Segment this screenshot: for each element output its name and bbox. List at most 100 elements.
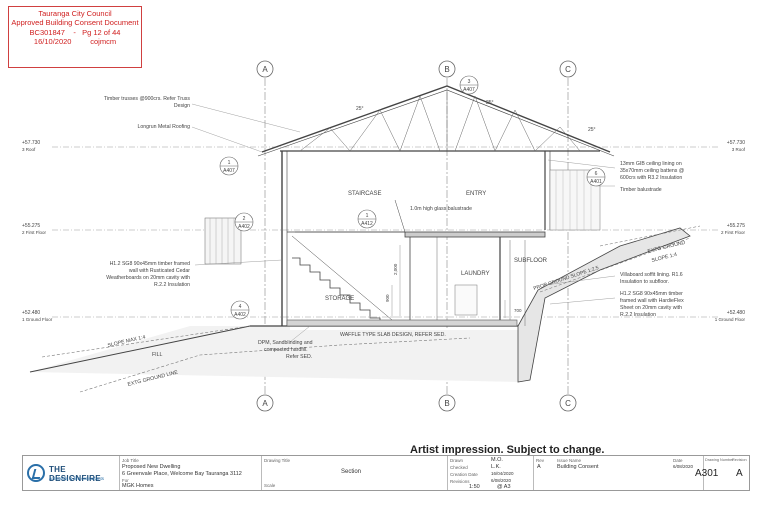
level-first-value-right: +55.275 [727,223,745,229]
svg-text:A412: A412 [361,221,373,227]
note-extg-ground-right-2: SLOPE 1:4 [651,252,678,264]
detail-tags: 1 A407 2 A402 3 A407 4 A402 1 A412 [219,75,606,320]
note-trusses-line2: Design [174,103,190,109]
note-trusses-line1: Timber trusses @900crs. Refer Truss [104,96,190,102]
svg-text:2: 2 [243,216,246,222]
level-ground-value-right: +52.480 [727,310,745,316]
note-dpm-line1: DPM, Sandblinding and [258,340,313,346]
title-block: THE DESIGNFIRE architects & fire consult… [22,455,750,491]
level-ground-name-left: 1 Ground Floor [22,317,53,322]
stamp-dash: - [73,27,76,37]
building-section [204,85,615,327]
client-label: For [122,478,129,483]
grid-label-c-top: C [565,65,571,74]
room-entry: ENTRY [466,191,486,197]
stamp-council: Tauranga City Council [38,9,112,18]
revision-label: Revision [732,458,747,462]
grid-bubble-c-top [559,60,577,78]
room-storage: STORAGE [325,296,354,302]
drawing-title-label: Drawing Title [264,458,291,463]
job-title-line1: Proposed New Dwelling [122,464,181,470]
room-staircase: STAIRCASE [348,191,382,197]
leader-lines [191,103,616,343]
level-first-name-right: 2 First Floor [721,230,746,235]
stamp-date-row: 16/10/2020 cojmcm [9,37,141,46]
stamp-approved: Approved Building Consent Document [11,18,139,28]
note-dpm-line2: compacted hardfill. [264,347,308,353]
designfire-logo-icon [27,464,45,482]
note-villaboard-line2: Insulation to subfloor. [620,279,669,285]
stamp-page: Pg 12 of 44 [82,27,121,37]
dim-700: 700 [514,308,522,313]
note-hardie-line1: H1.2 SG8 90x45mm timber [620,291,683,297]
dim-2000: 2,000 [393,263,398,275]
svg-text:A407: A407 [463,87,475,93]
level-first-name-left: 2 First Floor [22,230,47,235]
note-pitch-mid: 25° [486,100,494,106]
creation-date-value: 16/04/2020 [491,471,514,476]
company-name: THE DESIGNFIRE [49,465,101,483]
grid-bubble-c-bottom [559,394,577,412]
terrain [29,225,701,393]
level-lines [52,146,718,318]
svg-text:4: 4 [239,304,242,310]
grid-label-b-top: B [444,65,449,74]
issue-col-label: Issue Name [557,458,582,463]
date-a: 6/08/2020 [673,464,694,469]
checked-value: L.K. [491,464,501,470]
drawn-value: M.O. [491,457,503,463]
date-col-label: Date [673,458,683,463]
rev-col-label: Rev [536,458,545,463]
note-gib-line3: 600crs with R3.2 Insulation [620,175,682,181]
note-villaboard-line1: Villaboard soffit lining. R1.6 [620,272,683,278]
revisions-label: Revisions [450,479,470,484]
svg-text:1: 1 [366,213,369,219]
detail-tag-6-a401: 6 A401 [586,167,606,187]
detail-tag-4-a402: 4 A402 [230,300,250,320]
room-subfloor: SUBFLOOR [514,258,548,264]
company-subtitle: architects & fire consultants [49,476,105,481]
drawing-number-cell: Drawing Number Revision [703,456,749,490]
note-cedar-line3: Weatherboards on 20mm cavity with [106,275,190,281]
scale-value: 1:50 [469,484,480,490]
svg-text:A402: A402 [238,224,250,230]
note-hardie-line2: framed wall with HardieFlex [620,298,684,304]
svg-text:A402: A402 [234,312,246,318]
note-dpm-line3: Refer SED. [286,354,312,360]
company-logo: THE DESIGNFIRE architects & fire consult… [27,462,119,486]
svg-text:1: 1 [228,160,231,166]
job-title-label: Job Title [122,458,139,463]
stamp-consent-number: BC301847 [29,27,65,37]
note-gib-line2: 35x70mm ceiling battens @ [620,168,684,174]
approval-stamp: Tauranga City Council Approved Building … [8,6,142,68]
job-title-line2: 6 Greenvale Place, Welcome Bay Tauranga … [122,471,242,477]
grid-label-a-top: A [262,65,268,74]
detail-tag-1-a407: 1 A407 [219,156,239,176]
client-name: MGK Homes [122,483,154,489]
artist-impression-banner: Artist impression. Subject to change. [410,444,605,456]
grid-label-b-bottom: B [444,399,449,408]
drawn-checked-cell: Drawn M.O. Checked L.K. Creation Date 16… [447,456,534,490]
revision-table-cell: Rev Issue Name Date A Building Consent 6… [533,456,704,490]
note-cedar-line2: wall with Rusticated Cedar [129,268,190,274]
drawing-number: A301 [695,468,719,479]
level-roof-name-right: 3 Roof [732,147,746,152]
revisions-value: 6/08/2020 [491,478,512,483]
grid-bubble-a-bottom [256,394,274,412]
level-first-value-left: +55.275 [22,223,40,229]
checked-label: Checked [450,465,468,470]
drawing-title: Section [341,469,362,475]
level-roof-value-right: +57.730 [727,140,745,146]
drawing-title-cell: Drawing Title Section Scale [261,456,448,490]
drawn-label: Drawn [450,458,464,463]
svg-text:3: 3 [468,79,471,85]
grid-bubble-b-bottom [438,394,456,412]
room-labels: STAIRCASE ENTRY LAUNDRY SUBFLOOR STORAGE [325,191,548,302]
stamp-officer: cojmcm [90,37,117,47]
issue-a: Building Consent [557,464,599,470]
note-waffle-slab: WAFFLE TYPE SLAB DESIGN, REFER SED. [340,332,446,338]
grid-bubbles: A B C A B C [256,60,577,412]
grid-label-c-bottom: C [565,399,571,408]
note-glass-balustrade: 1.0m high glass balustrade [410,206,472,212]
